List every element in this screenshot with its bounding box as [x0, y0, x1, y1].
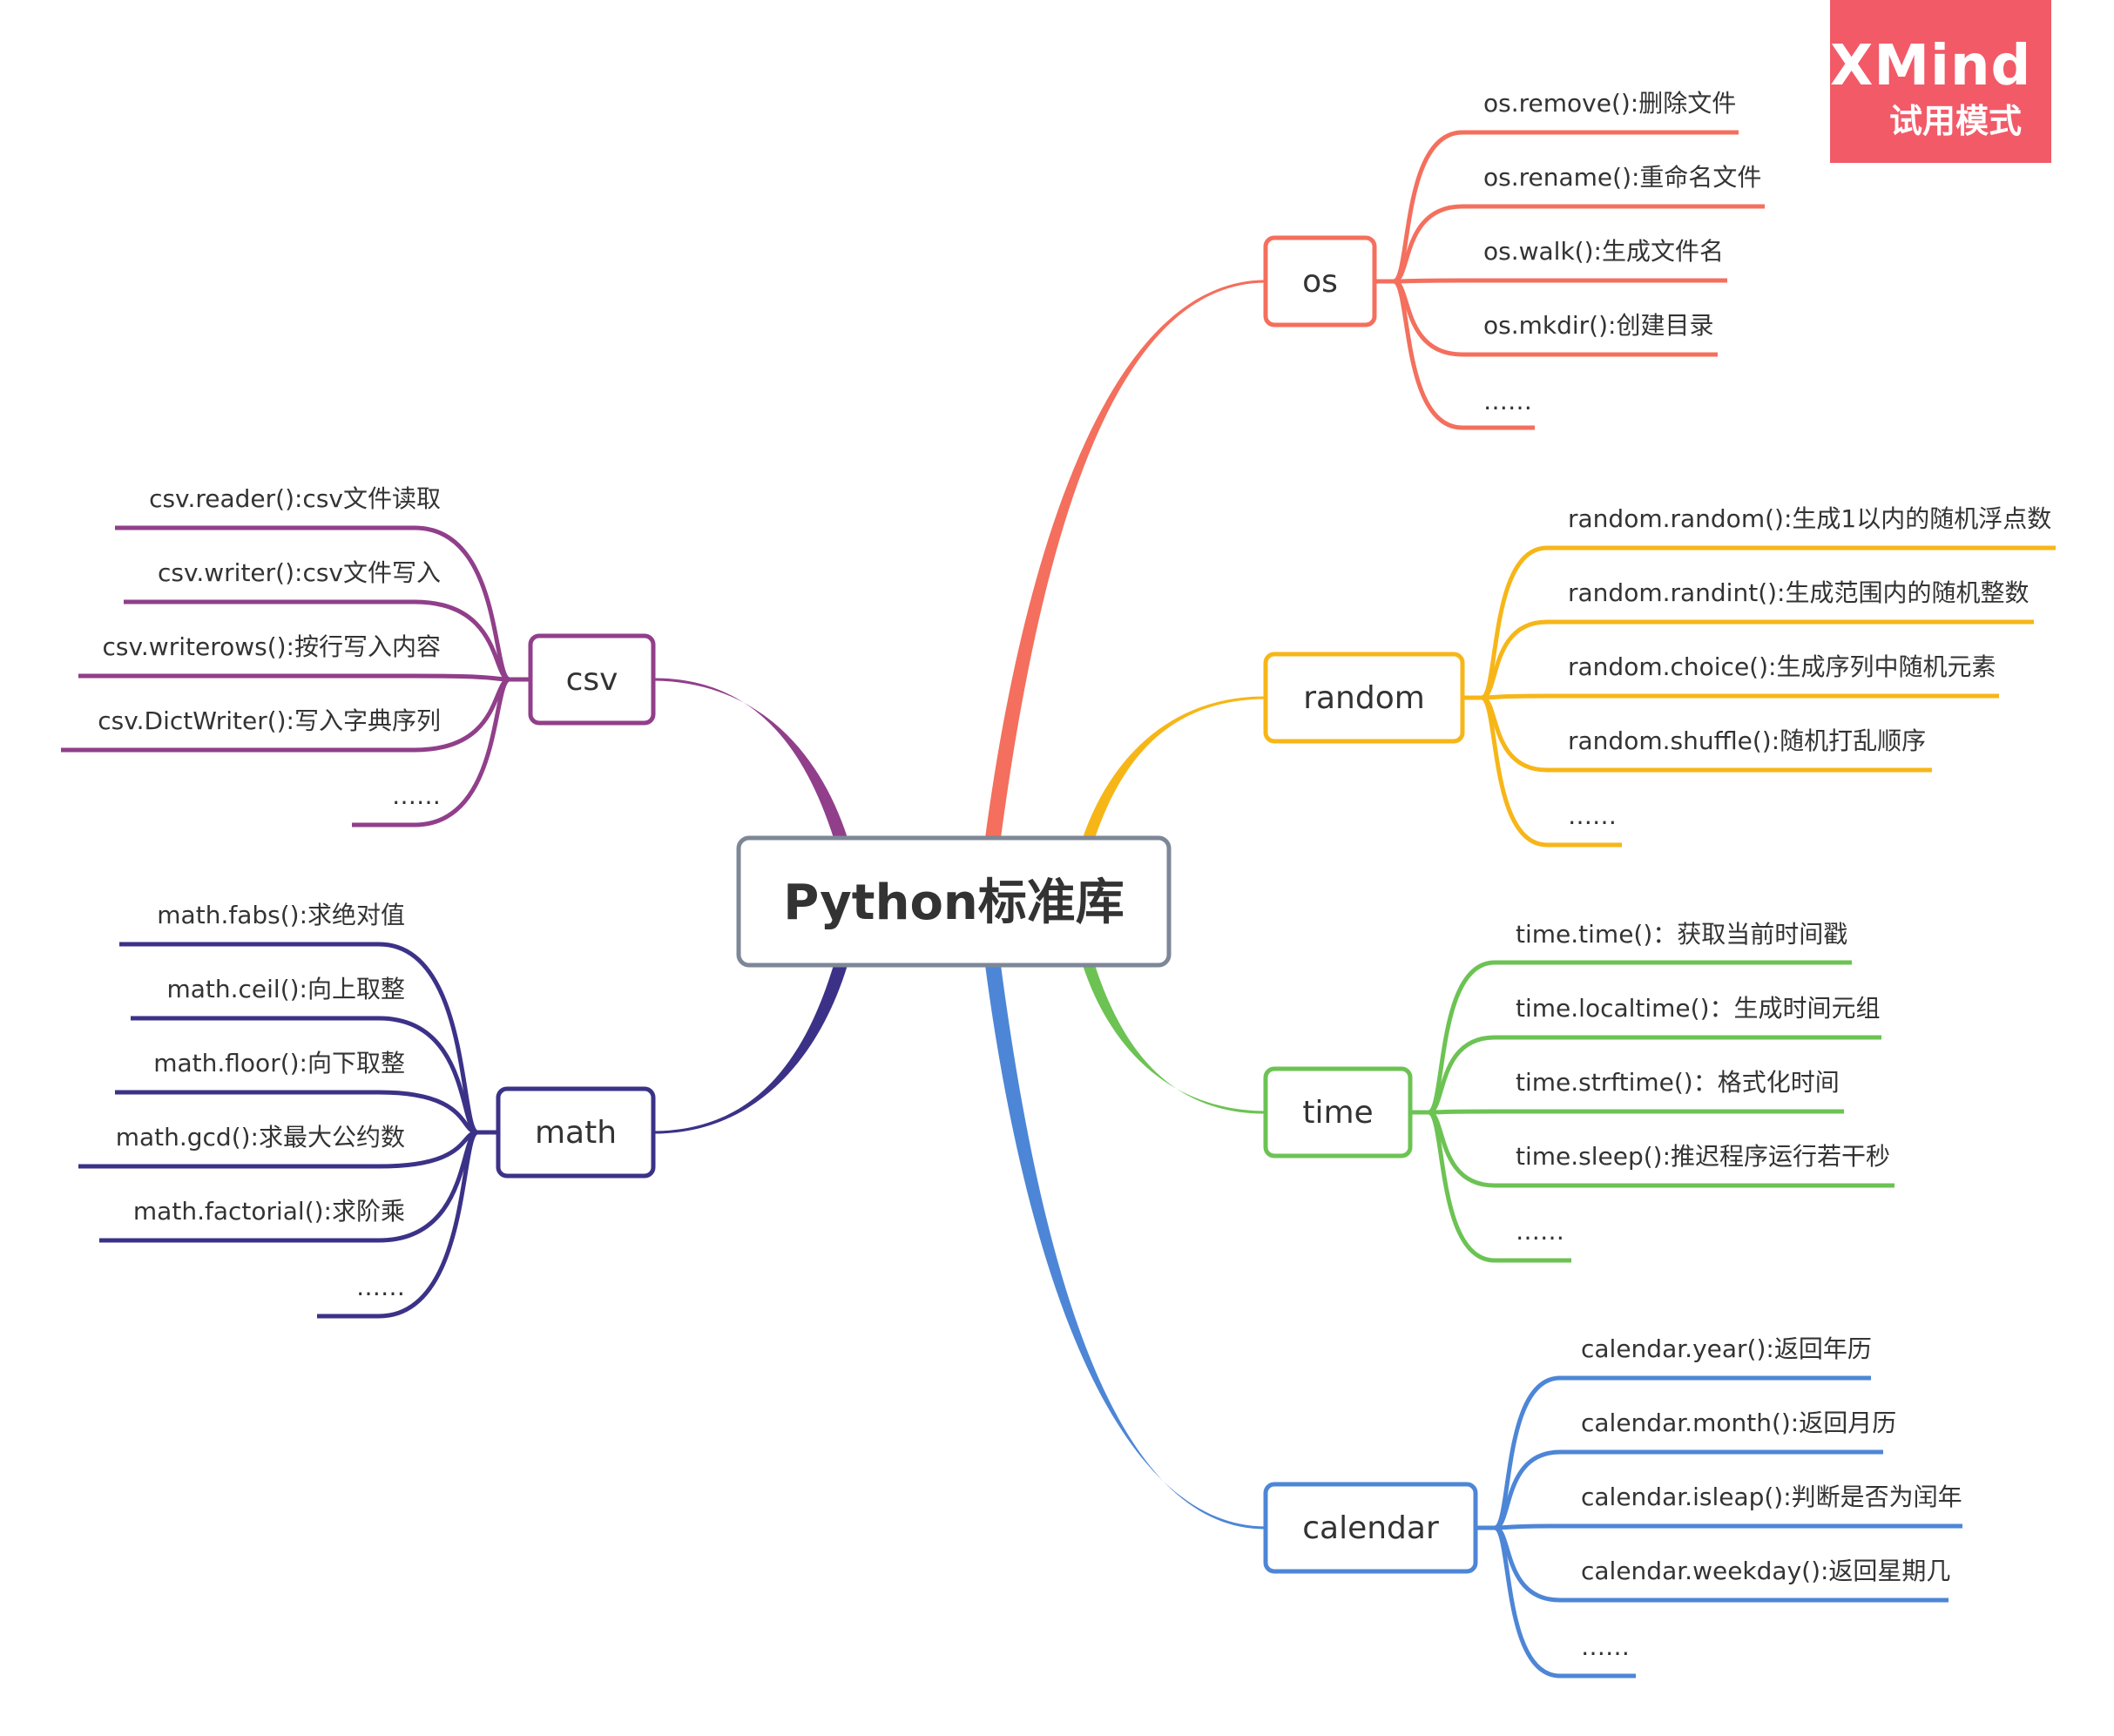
item-random-ellipsis[interactable]: ……: [1568, 801, 1617, 830]
branch-label-calendar: calendar: [1302, 1510, 1439, 1546]
item-calendar-calendar-year[interactable]: calendar.year():返回年历: [1581, 1334, 1872, 1363]
item-calendar-calendar-isleap[interactable]: calendar.isleap():判断是否为闰年: [1581, 1483, 1962, 1511]
trunk-os: [985, 280, 1266, 838]
item-math-math-fabs[interactable]: math.fabs():求绝对值: [157, 901, 405, 929]
fan-curve-csv: [414, 599, 510, 682]
item-calendar-calendar-month[interactable]: calendar.month():返回月历: [1581, 1408, 1896, 1437]
item-csv-csv-reader-csv[interactable]: csv.reader():csv文件读取: [149, 484, 441, 513]
item-csv-csv-writerows[interactable]: csv.writerows():按行写入内容: [103, 632, 441, 661]
item-time-ellipsis[interactable]: ……: [1516, 1217, 1564, 1246]
item-math-math-floor[interactable]: math.floor():向下取整: [153, 1049, 405, 1077]
trunk-random: [1083, 696, 1266, 838]
item-math-math-factorial[interactable]: math.factorial():求阶乘: [133, 1197, 405, 1226]
fan-curve-time: [1428, 1109, 1496, 1115]
branch-node-calendar[interactable]: [1263, 1482, 1478, 1574]
fan-curve-os: [1393, 278, 1463, 284]
xmind-trial-watermark: XMind 试用模式: [1830, 0, 2051, 163]
item-os-os-mkdir[interactable]: os.mkdir():创建目录: [1483, 311, 1713, 340]
item-time-time-strftime[interactable]: time.strftime()：格式化时间: [1516, 1068, 1840, 1097]
watermark-title: XMind: [1830, 34, 2032, 98]
item-math-math-gcd[interactable]: math.gcd():求最大公约数: [116, 1123, 405, 1152]
branch-node-time[interactable]: [1263, 1066, 1413, 1158]
fan-curve-random: [1481, 619, 1548, 700]
item-os-os-remove[interactable]: os.remove():删除文件: [1483, 89, 1736, 118]
item-random-random-choice[interactable]: random.choice():生成序列中随机元素: [1568, 652, 1996, 681]
fan-curve-csv: [414, 673, 510, 682]
branch-node-random[interactable]: [1263, 652, 1465, 744]
fan-curve-time: [1427, 1110, 1496, 1263]
item-math-math-ceil[interactable]: math.ceil():向上取整: [166, 975, 405, 1003]
fan-curve-calendar: [1494, 1523, 1561, 1530]
item-math-ellipsis[interactable]: ……: [356, 1273, 405, 1301]
central-topic-box[interactable]: [736, 835, 1172, 968]
fan-curve-random: [1480, 695, 1548, 848]
fan-curve-math: [378, 1016, 478, 1135]
trunk-csv: [653, 678, 848, 838]
trunk-math: [653, 965, 848, 1134]
item-random-random-randint[interactable]: random.randint():生成范围内的随机整数: [1568, 578, 2029, 607]
item-os-os-rename[interactable]: os.rename():重命名文件: [1483, 163, 1761, 192]
item-csv-ellipsis[interactable]: ……: [392, 781, 441, 810]
branch-label-os: os: [1302, 264, 1338, 300]
trunk-calendar: [985, 965, 1266, 1530]
fan-curve-math: [378, 1130, 479, 1319]
item-time-time-time[interactable]: time.time()：获取当前时间戳: [1516, 920, 1847, 949]
fan-curve-csv: [414, 677, 511, 827]
branch-node-math[interactable]: [496, 1086, 656, 1179]
branch-label-time: time: [1302, 1095, 1373, 1131]
branch-label-csv: csv: [566, 662, 618, 698]
item-random-random-random-1[interactable]: random.random():生成1以内的随机浮点数: [1568, 504, 2051, 533]
item-random-random-shuffle[interactable]: random.shuffle():随机打乱顺序: [1568, 726, 1926, 755]
branch-label-math: math: [535, 1115, 617, 1151]
item-csv-csv-dictwriter[interactable]: csv.DictWriter():写入字典序列: [98, 706, 441, 735]
trunk-time: [1083, 965, 1266, 1114]
item-csv-csv-writer-csv[interactable]: csv.writer():csv文件写入: [158, 558, 441, 587]
fan-curve-random: [1481, 693, 1548, 700]
item-time-time-sleep[interactable]: time.sleep():推迟程序运行若干秒: [1516, 1142, 1890, 1171]
item-os-os-walk[interactable]: os.walk():生成文件名: [1483, 237, 1724, 266]
fan-curve-time: [1428, 1035, 1496, 1115]
fan-curve-os: [1393, 204, 1463, 284]
fan-curve-math: [378, 1090, 478, 1135]
fan-curve-os: [1392, 279, 1463, 430]
watermark-subtitle: 试用模式: [1888, 102, 2022, 140]
branch-node-csv[interactable]: [528, 633, 656, 726]
item-calendar-calendar-weekday[interactable]: calendar.weekday():返回星期几: [1581, 1557, 1950, 1585]
central-topic-label: Python标准库: [783, 875, 1125, 931]
fan-curve-calendar: [1494, 1449, 1561, 1530]
branch-node-os[interactable]: [1263, 235, 1377, 328]
item-calendar-ellipsis[interactable]: ……: [1581, 1632, 1630, 1661]
branch-label-random: random: [1303, 680, 1425, 716]
item-time-time-localtime[interactable]: time.localtime()：生成时间元组: [1516, 994, 1881, 1023]
fan-curve-calendar: [1493, 1525, 1561, 1679]
item-os-ellipsis[interactable]: ……: [1483, 387, 1532, 415]
